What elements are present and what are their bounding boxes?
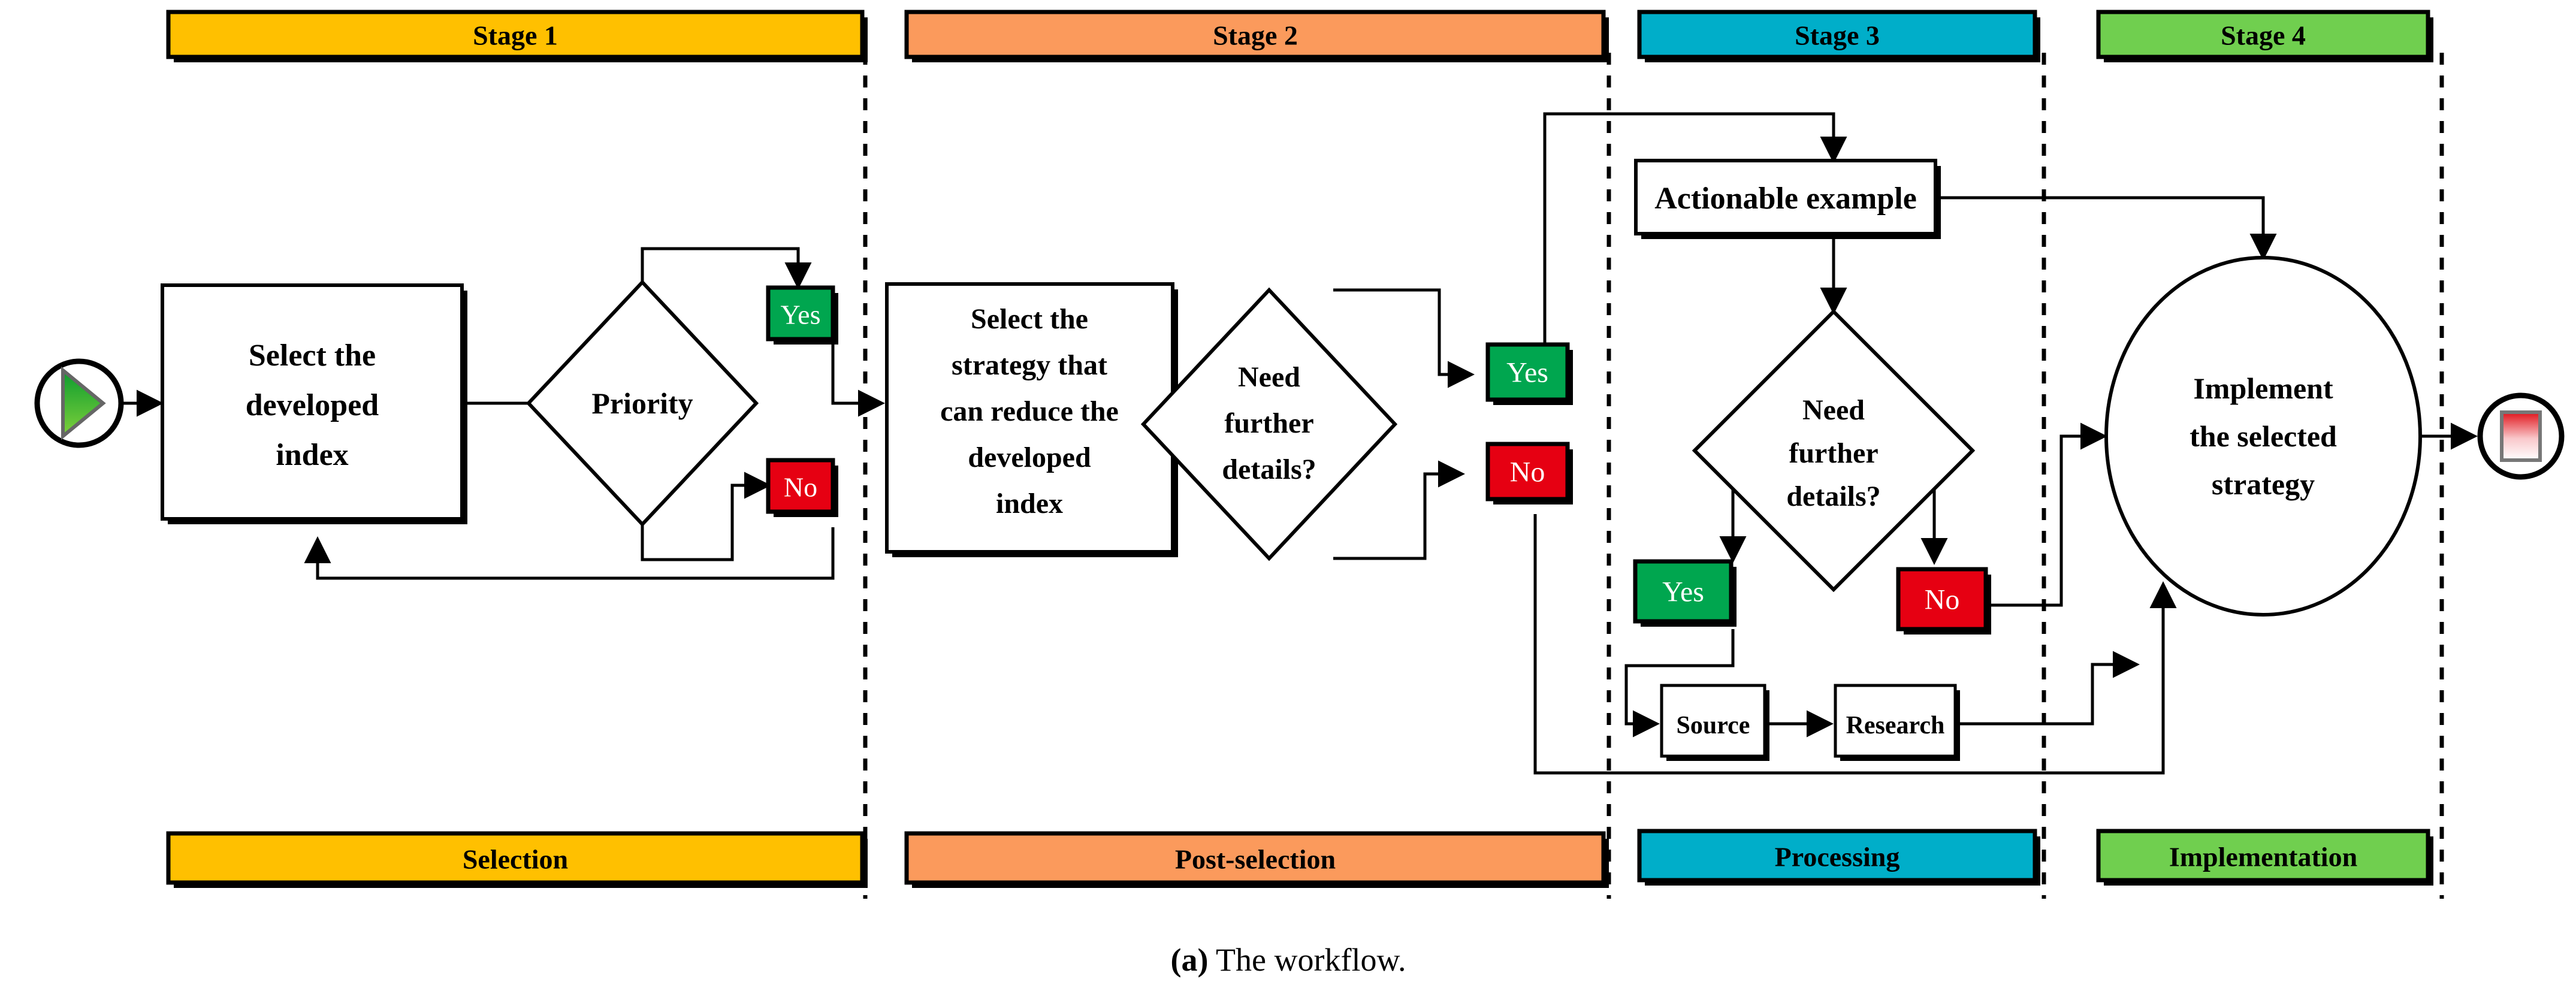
node-stage2-yes: Yes	[1485, 342, 1573, 405]
caption-prefix: (a)	[1171, 942, 1209, 978]
stage-header-stage2: Stage 2	[904, 10, 1609, 62]
node-line: Select the	[249, 339, 376, 373]
play-icon	[61, 366, 106, 440]
stage-footer-stage3: Processing	[1637, 829, 2040, 886]
node-line: index	[276, 438, 348, 472]
stage-header-stage3: Stage 3	[1637, 10, 2040, 62]
node-line: details?	[1786, 481, 1880, 512]
connector-s1-no-feedback	[304, 527, 835, 580]
figure-caption: (a) The workflow.	[1171, 942, 1406, 978]
badge-label: Yes	[781, 300, 821, 330]
stage-footer-label: Post-selection	[1175, 844, 1336, 875]
connector-priority-yes	[641, 247, 812, 289]
node-select-strategy: Select the strategy that can reduce the …	[885, 282, 1178, 557]
stage-header-stage1: Stage 1	[166, 10, 868, 62]
stage-footer-label: Processing	[1775, 842, 1900, 872]
node-implement-strategy: Implement the selected strategy	[2104, 256, 2422, 617]
connector-priority-no	[641, 472, 771, 561]
end-terminator	[2477, 392, 2565, 480]
connector-research-to-implement	[1947, 651, 2140, 726]
node-line: developed	[246, 388, 379, 422]
node-line: further	[1789, 437, 1878, 469]
badge-label: Yes	[1506, 357, 1548, 389]
node-line: developed	[968, 442, 1091, 473]
stage-footer-label: Selection	[463, 844, 568, 875]
node-line: index	[996, 488, 1063, 519]
start-terminator	[34, 358, 124, 448]
badge-label: Yes	[1662, 576, 1704, 608]
stop-icon	[2500, 410, 2542, 462]
stage-footer-stage4: Implementation	[2096, 829, 2433, 886]
node-priority-decision: Priority	[526, 279, 759, 527]
stage-footer-stage2: Post-selection	[904, 831, 1609, 888]
node-line: further	[1224, 407, 1313, 439]
node-stage1-yes: Yes	[766, 285, 838, 345]
node-line: Need	[1238, 361, 1300, 393]
stage-footer-label: Implementation	[2169, 842, 2357, 872]
caption-text: The workflow.	[1209, 942, 1406, 978]
node-stage3-yes: Yes	[1633, 559, 1737, 627]
stage-header-stage4: Stage 4	[2096, 10, 2433, 62]
node-research: Research	[1834, 684, 1960, 761]
stage-header-label: Stage 2	[1213, 20, 1298, 51]
node-line: strategy that	[952, 349, 1107, 381]
node-stage2-decision: Need further details?	[1140, 287, 1398, 561]
stage-footer-stage1: Selection	[166, 831, 868, 888]
stage-header-label: Stage 1	[473, 20, 558, 51]
connector-s3-no-to-implement	[1971, 422, 2107, 607]
node-actionable-example: Actionable example	[1634, 159, 1941, 239]
svg-text:(a) The workflow.: (a) The workflow.	[1171, 942, 1406, 978]
connector-s2-decision-yes	[1333, 288, 1475, 388]
node-line: can reduce the	[940, 395, 1119, 427]
node-source: Source	[1660, 684, 1769, 761]
node-stage1-no: No	[766, 458, 838, 517]
node-label: Source	[1677, 712, 1750, 739]
connector-s2-decision-no	[1333, 460, 1465, 560]
badge-label: No	[1925, 584, 1960, 616]
node-line: Actionable example	[1654, 182, 1917, 216]
connector-s1-yes-to-select-strategy	[831, 339, 885, 417]
node-line: Select the	[971, 303, 1088, 335]
node-line: the selected	[2190, 419, 2337, 453]
node-line: Priority	[591, 386, 693, 420]
node-stage3-decision: Need further details?	[1692, 309, 1976, 593]
node-stage3-no: No	[1896, 567, 1991, 635]
node-line: strategy	[2212, 467, 2315, 501]
node-stage2-no: No	[1485, 442, 1573, 504]
stage-header-label: Stage 4	[2221, 20, 2306, 51]
node-select-developed-index: Select the developed index	[161, 283, 467, 524]
node-line: Implement	[2193, 371, 2333, 405]
connector-actionable-to-implement	[1937, 196, 2277, 261]
connector-s2-no-to-implement	[1533, 514, 2177, 775]
node-line: details?	[1222, 454, 1316, 485]
node-label: Research	[1846, 712, 1945, 739]
stage-header-label: Stage 3	[1795, 20, 1880, 51]
node-line: Need	[1802, 394, 1865, 426]
badge-label: No	[1510, 457, 1545, 488]
connector-s3-yes-to-source	[1624, 629, 1735, 738]
badge-label: No	[784, 472, 817, 503]
connector-s2-yes-to-actionable	[1543, 112, 1847, 343]
